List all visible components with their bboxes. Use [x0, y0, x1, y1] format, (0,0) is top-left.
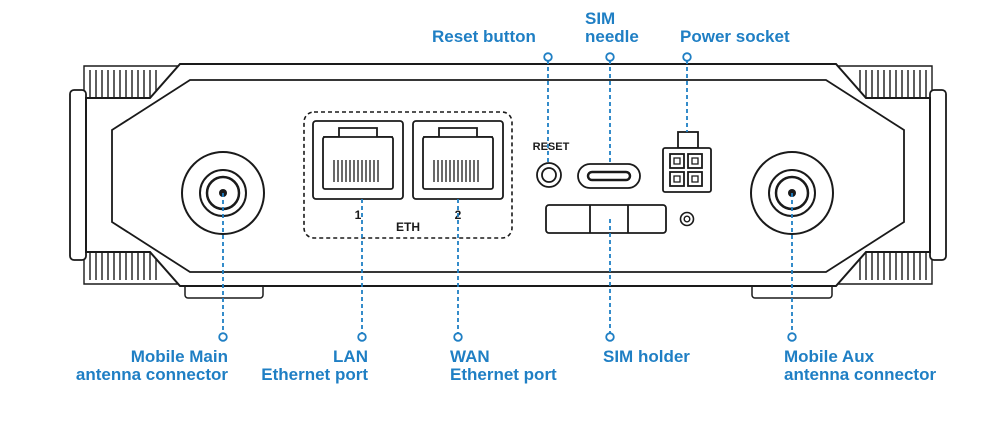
reset-label: RESET [533, 141, 570, 153]
mobile-aux-label-line2: antenna connector [784, 365, 937, 384]
mobile-aux-label-line1: Mobile Aux [784, 347, 875, 366]
mobile-main-label-line1: Mobile Main [130, 347, 228, 366]
reset-button-label-text: Reset button [432, 27, 536, 46]
port-1-number: 1 [355, 208, 362, 222]
sim-needle-label-line2: needle [585, 27, 639, 46]
wan-label-line2: Ethernet port [450, 365, 557, 384]
sim-needle-label-line1: SIM [585, 9, 616, 28]
mobile-aux-label: Mobile Aux antenna connector [784, 348, 936, 384]
power-socket-label: Power socket [680, 28, 790, 46]
reset-button-label: Reset button [432, 28, 536, 46]
wan-label-line1: WAN [450, 347, 490, 366]
right-end-cap [929, 89, 947, 261]
sim-needle-callout-dot [605, 52, 615, 62]
power-socket-label-text: Power socket [680, 27, 790, 46]
eth-label: ETH [396, 220, 420, 234]
left-end-cap [69, 89, 87, 261]
wan-label: WAN Ethernet port [450, 348, 557, 384]
sim-holder-label-text: SIM holder [603, 347, 690, 366]
sim-needle-slot [577, 163, 641, 189]
reset-button [536, 162, 562, 188]
eth-port-group [303, 111, 513, 239]
sim-holder-callout-dot [605, 332, 615, 342]
power-socket-callout-dot [682, 52, 692, 62]
wan-callout-dot [453, 332, 463, 342]
sim-holder-label: SIM holder [603, 348, 690, 366]
sim-holder-eject-hole [679, 211, 695, 227]
sim-holder [545, 204, 667, 234]
mobile-aux-callout-dot [787, 332, 797, 342]
mobile-main-label-line2: antenna connector [75, 365, 228, 384]
wan-ethernet-port [412, 120, 504, 200]
mobile-main-callout-dot [218, 332, 228, 342]
lan-callout-dot [357, 332, 367, 342]
sim-needle-label: SIM needle [585, 10, 639, 46]
lan-label: LAN Ethernet port [236, 348, 368, 384]
power-socket [662, 131, 712, 193]
lan-label-line1: LAN [333, 347, 368, 366]
mobile-main-label: Mobile Main antenna connector [60, 348, 228, 384]
reset-callout-dot [543, 52, 553, 62]
left-heatsink-top [83, 65, 182, 101]
lan-ethernet-port [312, 120, 404, 200]
lan-label-line2: Ethernet port [261, 365, 368, 384]
front-panel [111, 79, 905, 273]
